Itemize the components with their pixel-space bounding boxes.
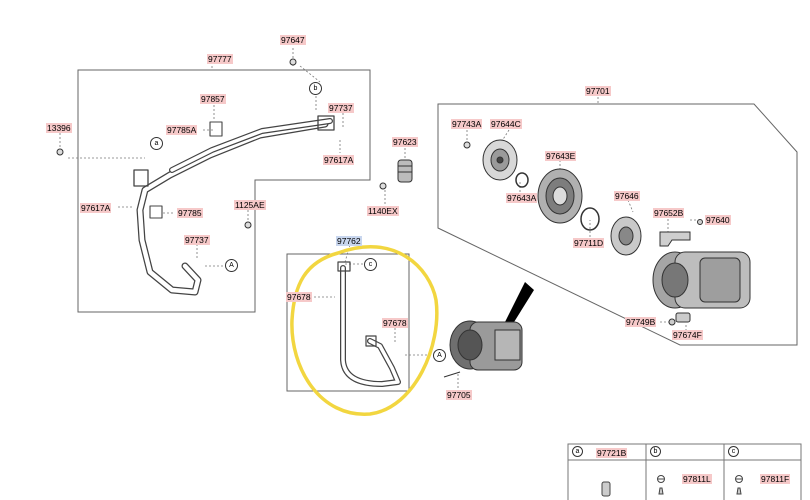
label-97644C[interactable]: 97644C — [490, 119, 522, 129]
label-97652B[interactable]: 97652B — [653, 208, 685, 218]
label-97617A-right[interactable]: 97617A — [323, 155, 355, 165]
callout-b: b — [309, 82, 322, 95]
suction-hose-group-frame — [77, 69, 371, 313]
label-97701[interactable]: 97701 — [585, 86, 611, 96]
label-97678-left[interactable]: 97678 — [286, 292, 312, 302]
legend-b-part[interactable]: 97811L — [682, 474, 712, 484]
label-97617A-left[interactable]: 97617A — [80, 203, 112, 213]
label-97737-top[interactable]: 97737 — [328, 103, 354, 113]
highlight-circle — [290, 245, 439, 416]
label-13396[interactable]: 13396 — [46, 123, 72, 133]
label-97711D[interactable]: 97711D — [573, 238, 605, 248]
compressor-group-frame — [437, 103, 798, 346]
label-97623[interactable]: 97623 — [392, 137, 418, 147]
legend-c-letter: c — [728, 446, 739, 457]
label-97749B[interactable]: 97749B — [625, 317, 657, 327]
label-97857[interactable]: 97857 — [200, 94, 226, 104]
suction-hose — [133, 115, 335, 296]
callout-c: c — [364, 258, 377, 271]
legend-a-part[interactable]: 97721B — [596, 448, 628, 458]
label-97777[interactable]: 97777 — [207, 54, 233, 64]
label-97785[interactable]: 97785 — [177, 208, 203, 218]
label-97743A[interactable]: 97743A — [451, 119, 483, 129]
label-97647[interactable]: 97647 — [280, 35, 306, 45]
snap-ring — [515, 172, 600, 231]
label-97674F[interactable]: 97674F — [672, 330, 703, 340]
bracket-clip — [659, 219, 703, 247]
label-97737-low[interactable]: 97737 — [184, 235, 210, 245]
discharge-hose — [337, 261, 401, 387]
compressor-body — [652, 251, 751, 309]
relief-valve — [668, 312, 691, 326]
field-coil — [610, 216, 642, 256]
label-97678-right[interactable]: 97678 — [382, 318, 408, 328]
label-97640[interactable]: 97640 — [705, 215, 731, 225]
label-97643E[interactable]: 97643E — [545, 151, 577, 161]
label-97762[interactable]: 97762 — [336, 236, 362, 246]
callout-a: a — [150, 137, 163, 150]
bolts — [56, 58, 471, 378]
callout-A-top: A — [225, 259, 238, 272]
label-97643A[interactable]: 97643A — [506, 193, 538, 203]
callout-A-bottom: A — [433, 349, 446, 362]
legend-c-part[interactable]: 97811F — [760, 474, 791, 484]
legend-frame — [567, 443, 802, 500]
discharge-hose-frame — [286, 253, 410, 392]
label-97705[interactable]: 97705 — [446, 390, 472, 400]
legend-a-letter: a — [572, 446, 583, 457]
pulley — [537, 168, 583, 224]
label-97785A[interactable]: 97785A — [166, 125, 198, 135]
clutch-plate — [482, 139, 518, 181]
label-1140EX[interactable]: 1140EX — [367, 206, 399, 216]
legend-b-letter: b — [650, 446, 661, 457]
compressor-assembly — [449, 320, 523, 371]
label-1125AE[interactable]: 1125AE — [234, 200, 266, 210]
pressure-switch — [397, 159, 413, 183]
label-97646[interactable]: 97646 — [614, 191, 640, 201]
